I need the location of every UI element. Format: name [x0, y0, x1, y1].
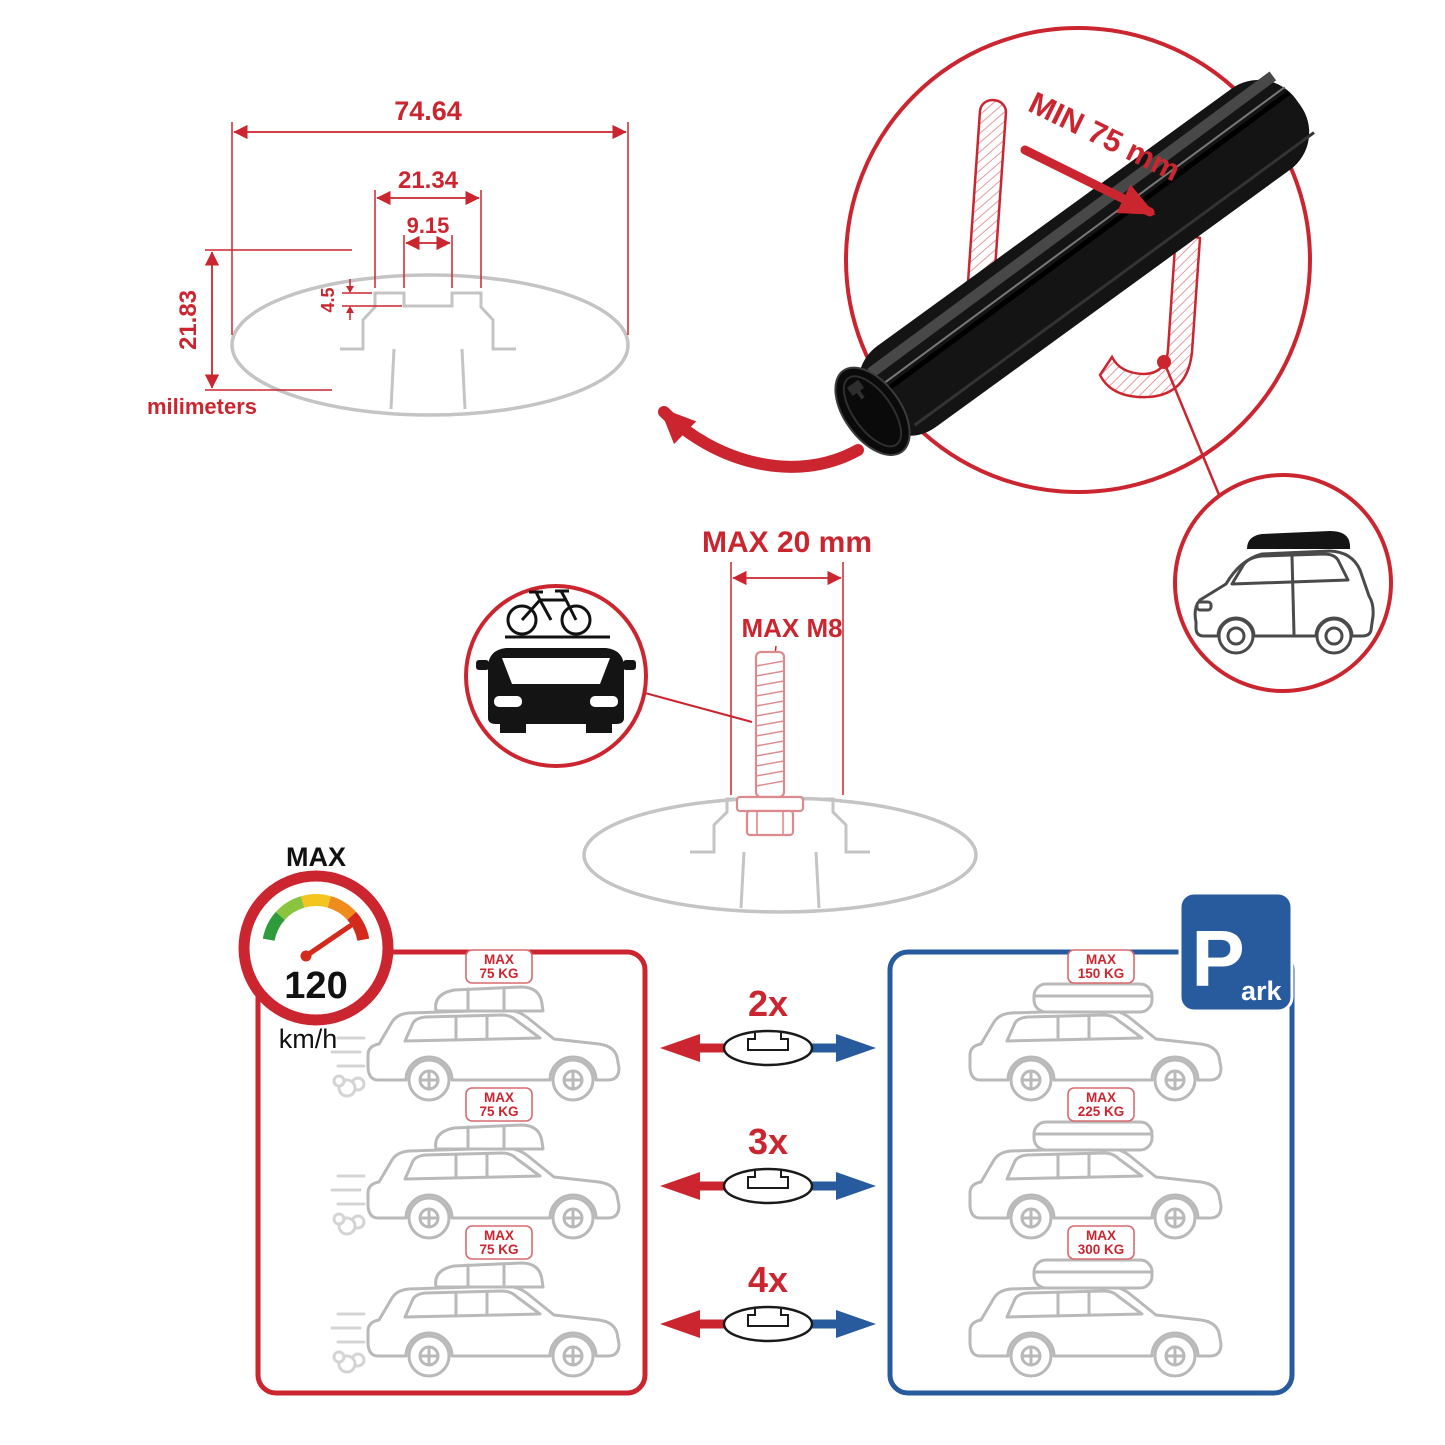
dim-total-width-value: 74.64	[394, 96, 462, 126]
end-cap-channel	[846, 379, 865, 400]
speed-units: km/h	[279, 1024, 338, 1054]
speed-max-title: MAX	[286, 842, 346, 872]
crossbar-profile-icon	[722, 1305, 814, 1343]
tag-max: MAX	[1086, 1090, 1116, 1105]
driving-panel: MAX 75 KG MAX 75 KG MAX 75 KG	[330, 949, 621, 1378]
parked-car-3: MAX 300 KG	[968, 1225, 1223, 1378]
tag-weight: 225 KG	[1078, 1104, 1125, 1119]
speed-value: 120	[284, 965, 347, 1007]
mirror-right	[623, 660, 636, 670]
dim-lip-depth: 4.5	[318, 279, 402, 320]
wheel-left	[500, 724, 526, 733]
dim-slot-width-value: 9.15	[407, 213, 450, 238]
crossbar-detail-circle: MIN 75 mm	[834, 26, 1315, 503]
roof-load-tag	[1067, 949, 1135, 984]
bolt-washer	[735, 795, 805, 813]
tag-weight: 75 KG	[479, 1104, 518, 1119]
crossbar-profile-icon	[722, 1029, 814, 1067]
bar-to-drawing-arrow	[658, 406, 864, 473]
left-arrowhead	[660, 1172, 700, 1200]
bar-count-label: 2x	[748, 983, 788, 1024]
bar-count-row-3: 4x	[660, 1259, 876, 1343]
bar-count-label: 4x	[748, 1259, 788, 1300]
windshield	[502, 658, 610, 684]
bar-count-label: 3x	[748, 1121, 788, 1162]
crossbar-profile-icon	[722, 1167, 814, 1205]
parked-panel: MAX 150 KG MAX 225 KG MAX 300 KG	[968, 949, 1223, 1378]
gauge-arc	[262, 894, 370, 942]
units-label: milimeters	[147, 394, 257, 419]
max-length-label: MAX 20 mm	[702, 526, 872, 559]
tag-weight: 150 KG	[1078, 966, 1125, 981]
tag-weight: 75 KG	[479, 966, 518, 981]
tag-weight: 300 KG	[1078, 1242, 1125, 1257]
tag-max: MAX	[484, 1090, 514, 1105]
bike-car-circle	[464, 584, 753, 768]
tag-weight: 75 KG	[479, 1242, 518, 1257]
clamp-strap-lower	[1098, 230, 1202, 399]
tag-max: MAX	[484, 952, 514, 967]
crossbar	[834, 71, 1315, 456]
clamp-to-suv-line	[1162, 361, 1224, 503]
driving-car-1: MAX 75 KG	[330, 949, 621, 1102]
tag-max: MAX	[1086, 1228, 1116, 1243]
profile-stem	[389, 348, 467, 410]
park-sign-board	[1178, 891, 1294, 1013]
suv-roofbox-circle	[1173, 473, 1393, 693]
parked-car-1: MAX 150 KG	[968, 949, 1223, 1102]
dim-lip-depth-value: 4.5	[318, 287, 338, 312]
roof-load-tag	[465, 1225, 533, 1260]
headlight-left	[494, 696, 522, 707]
roof-load-tag	[465, 949, 533, 984]
gauge-needle-pivot	[300, 950, 312, 962]
right-arrowhead	[836, 1034, 876, 1062]
parked-car-2: MAX 225 KG	[968, 1087, 1223, 1240]
bar-count-row-1: 2x	[660, 983, 876, 1067]
headlight	[1195, 600, 1213, 612]
mirror-left	[476, 660, 489, 670]
profile-ellipse	[230, 273, 630, 417]
wheel-right	[586, 724, 612, 733]
bolt-head	[745, 809, 795, 837]
bolt-dimension-diagram: MAX 20 mm MAX M8	[582, 526, 978, 914]
tag-max: MAX	[1086, 952, 1116, 967]
tag-max: MAX	[484, 1228, 514, 1243]
bolt-illustration	[735, 650, 805, 837]
headlight-right	[590, 696, 618, 707]
max-thread-label: MAX M8	[741, 613, 842, 643]
roof-box	[1247, 531, 1350, 549]
profile-dimension-diagram: 74.64 21.34 9.15 4.5 21.83 milimeters	[147, 96, 630, 419]
left-arrowhead	[660, 1310, 700, 1338]
dim-total-height: 21.83	[175, 249, 352, 391]
gauge-needle	[303, 923, 353, 959]
profile-channel	[340, 291, 516, 351]
right-arrowhead	[836, 1310, 876, 1338]
roof-load-tag	[1067, 1087, 1135, 1122]
bar-count-rows: 2x 3x 4x	[660, 983, 876, 1343]
dim-total-width: 74.64	[231, 96, 629, 335]
park-sign-letter: P	[1191, 914, 1244, 1003]
roof-load-tag	[465, 1087, 533, 1122]
dim-channel-width-value: 21.34	[398, 167, 459, 194]
dim-channel-width: 21.34	[374, 167, 482, 288]
park-sign: P ark	[1178, 891, 1294, 1013]
bicycle-icon	[505, 589, 610, 639]
suv-with-roofbox-illustration	[1193, 531, 1375, 655]
park-sign-suffix: ark	[1241, 976, 1283, 1006]
bike-circle-leader-line	[644, 691, 753, 724]
left-arrowhead	[660, 1034, 700, 1062]
dim-total-height-value: 21.83	[175, 290, 202, 350]
right-arrowhead	[836, 1172, 876, 1200]
roof-load-tag	[1067, 1225, 1135, 1260]
driving-car-3: MAX 75 KG	[330, 1225, 621, 1378]
bar-count-row-2: 3x	[660, 1121, 876, 1205]
car-front-with-bike-illustration	[476, 589, 636, 733]
driving-car-2: MAX 75 KG	[330, 1087, 621, 1240]
dim-slot-width: 9.15	[403, 213, 453, 288]
speed-gauge: MAX 120 km/h	[238, 842, 394, 1054]
